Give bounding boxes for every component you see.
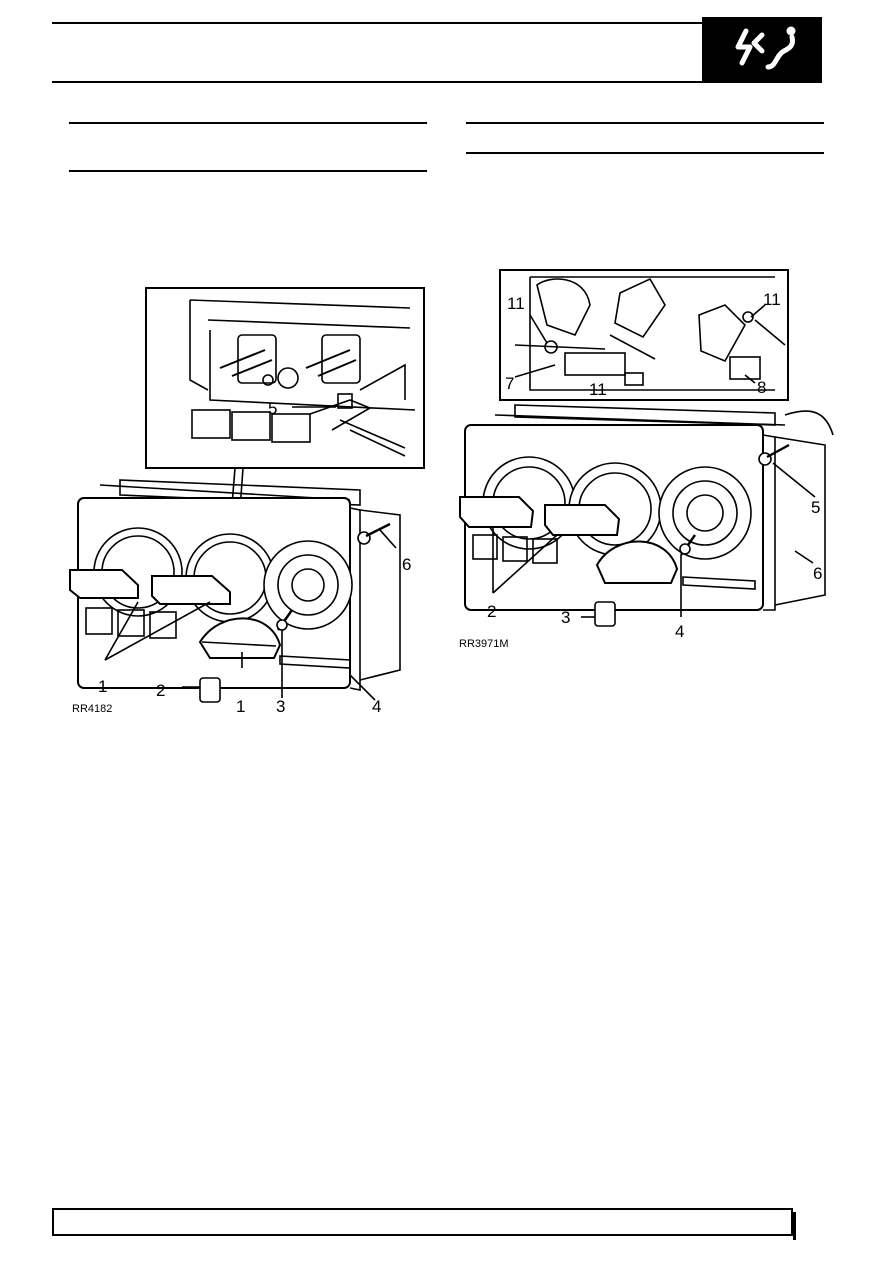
footer-edge-mark bbox=[793, 1212, 796, 1240]
callout-6: 6 bbox=[402, 555, 411, 574]
figure-reference: RR3971M bbox=[459, 638, 509, 650]
callout-5: 5 bbox=[811, 498, 820, 517]
right-column-rule-1 bbox=[466, 122, 824, 124]
left-column-rule-2 bbox=[69, 170, 427, 172]
left-figure: 1 1 2 3 4 5 6 RR4182 bbox=[60, 280, 430, 720]
callout-4: 4 bbox=[372, 697, 381, 716]
callout-6: 6 bbox=[813, 564, 822, 583]
callout-11c: 11 bbox=[589, 380, 607, 399]
heater-control-panel-rear-illustration: 2 3 4 5 6 7 8 11 11 11 RR3971M bbox=[459, 269, 834, 650]
callout-1b: 1 bbox=[236, 697, 245, 716]
figure-reference: RR4182 bbox=[72, 703, 112, 715]
heater-control-panel-illustration: 1 1 2 3 4 5 6 RR4182 bbox=[69, 287, 425, 716]
header-bottom-rule bbox=[52, 81, 822, 83]
callout-4: 4 bbox=[675, 622, 684, 641]
footer-box bbox=[52, 1208, 793, 1236]
callout-11b: 11 bbox=[763, 290, 781, 309]
right-figure: 2 3 4 5 6 7 8 11 11 11 RR3971M bbox=[455, 265, 835, 655]
callout-11a: 11 bbox=[507, 294, 525, 313]
callout-2: 2 bbox=[487, 602, 496, 621]
heater-ventilation-icon bbox=[735, 26, 796, 70]
section-badge bbox=[702, 17, 822, 83]
callout-3: 3 bbox=[276, 697, 285, 716]
callout-2: 2 bbox=[156, 681, 165, 700]
header-top-rule bbox=[52, 22, 702, 24]
callout-5: 5 bbox=[268, 399, 277, 418]
callout-7: 7 bbox=[505, 374, 514, 393]
callout-8: 8 bbox=[757, 378, 766, 397]
callout-3: 3 bbox=[561, 608, 570, 627]
callout-1a: 1 bbox=[98, 677, 107, 696]
left-column-rule-1 bbox=[69, 122, 427, 124]
right-column-rule-2 bbox=[466, 152, 824, 154]
